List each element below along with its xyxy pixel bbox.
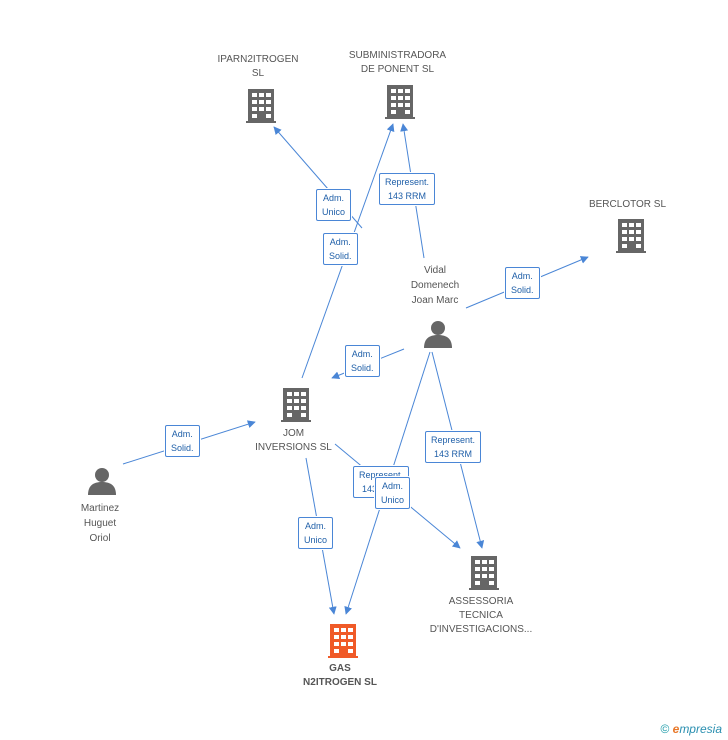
node-label-berclotor[interactable]: BERCLOTOR SL: [588, 199, 667, 210]
building-icon[interactable]: [616, 219, 646, 253]
edge-label-represent: Represent. 143 RRM: [425, 431, 482, 463]
brand-logo-text: mpresia: [679, 722, 722, 736]
person-icon[interactable]: [424, 321, 452, 348]
building-icon[interactable]: [281, 388, 311, 422]
node-label-martinez[interactable]: Martinez Huguet Oriol: [80, 503, 120, 544]
edge-label-adm-solid: Adm. Solid.: [323, 233, 358, 265]
building-icon[interactable]: [385, 85, 415, 119]
node-label-iparn2itrogen[interactable]: IPARN2ITROGEN SL: [217, 54, 299, 79]
edge-label-adm-solid: Adm. Solid.: [505, 267, 540, 299]
node-label-vidal[interactable]: Vidal Domenech Joan Marc: [410, 265, 460, 306]
edge-label-adm-unico: Adm. Unico: [316, 189, 352, 221]
edge-label-adm-solid: Adm. Solid.: [345, 345, 380, 377]
copyright-icon: ©: [660, 722, 670, 736]
edge-label-represent: Represent. 143 RRM: [379, 173, 436, 205]
edge-label-adm-unico: Adm. Unico: [298, 517, 334, 549]
edge-label-adm-unico: Adm. Unico: [375, 477, 411, 509]
node-label-subministradora[interactable]: SUBMINISTRADORA DE PONENT SL: [348, 50, 447, 75]
brand-logo-initial: e: [672, 722, 680, 736]
copyright-footer: © empresia: [660, 722, 722, 736]
node-label-assessoria[interactable]: ASSESSORIA TECNICA D'INVESTIGACIONS...: [429, 596, 533, 635]
person-icon[interactable]: [88, 468, 116, 495]
node-label-gas[interactable]: GAS N2ITROGEN SL: [303, 663, 377, 688]
building-icon[interactable]: [469, 556, 499, 590]
building-icon[interactable]: [246, 89, 276, 123]
edge-label-adm-solid: Adm. Solid.: [165, 425, 200, 457]
building-icon[interactable]: [328, 624, 358, 658]
node-label-jom[interactable]: JOM INVERSIONS SL: [255, 428, 332, 453]
